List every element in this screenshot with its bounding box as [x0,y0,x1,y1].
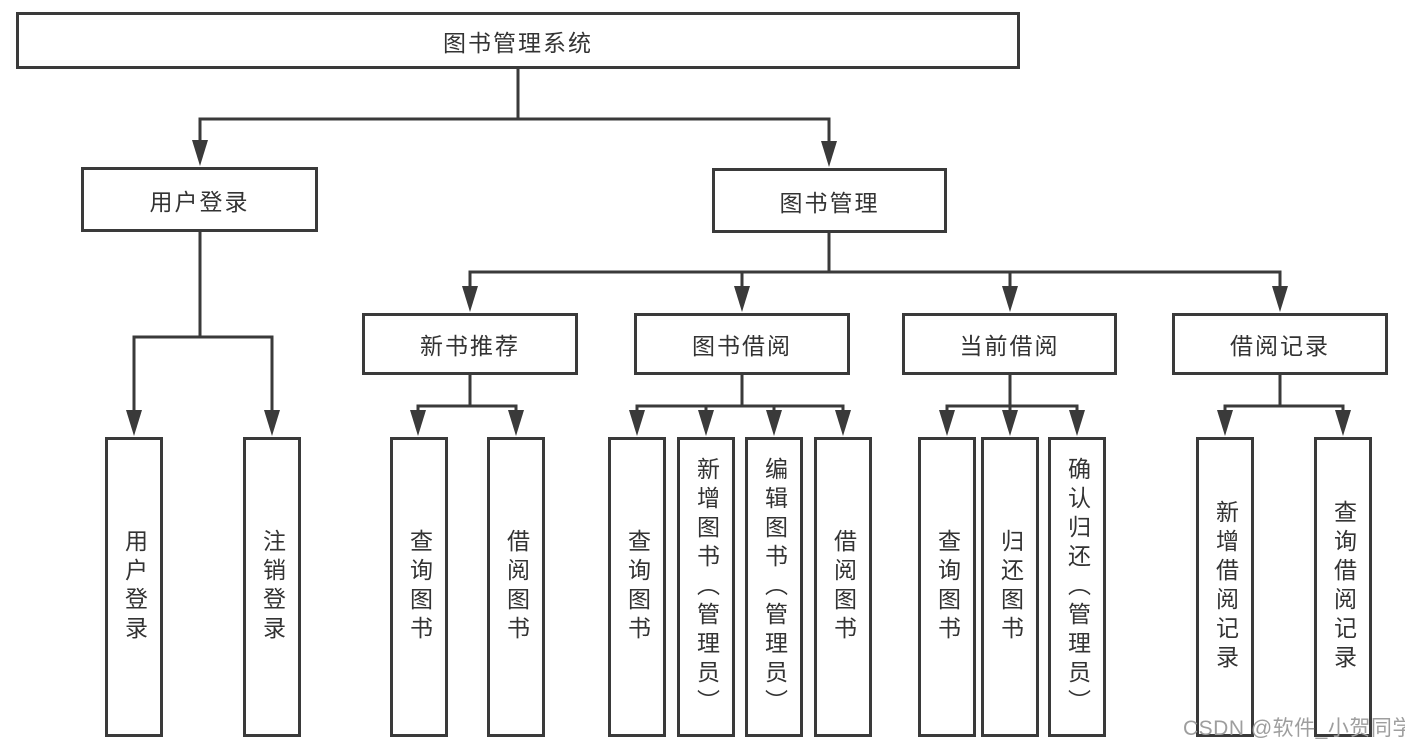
leaf-current-confirm-return-admin: 确认归还（管理员） [1048,437,1106,737]
leaf-borrow-edit-books-admin: 编辑图书（管理员） [745,437,803,737]
node-book-management: 图书管理 [712,168,947,233]
node-current-borrow: 当前借阅 [902,313,1117,375]
node-user-login: 用户登录 [81,167,318,232]
leaf-borrow-add-books-admin: 新增图书（管理员） [677,437,735,737]
leaf-record-query: 查询借阅记录 [1314,437,1372,737]
leaf-user-login: 用户登录 [105,437,163,737]
leaf-newbook-query-books: 查询图书 [390,437,448,737]
leaf-borrow-query-books: 查询图书 [608,437,666,737]
watermark: CSDN @软件_小贺同学 [1183,717,1405,740]
node-library-system: 图书管理系统 [16,12,1020,69]
leaf-record-add: 新增借阅记录 [1196,437,1254,737]
node-borrow-records: 借阅记录 [1172,313,1388,375]
leaf-logout: 注销登录 [243,437,301,737]
leaf-borrow-borrow-books: 借阅图书 [814,437,872,737]
node-new-book-recommend: 新书推荐 [362,313,578,375]
leaf-current-return-books: 归还图书 [981,437,1039,737]
leaf-newbook-borrow-books: 借阅图书 [487,437,545,737]
leaf-current-query-books: 查询图书 [918,437,976,737]
node-book-borrow: 图书借阅 [634,313,850,375]
